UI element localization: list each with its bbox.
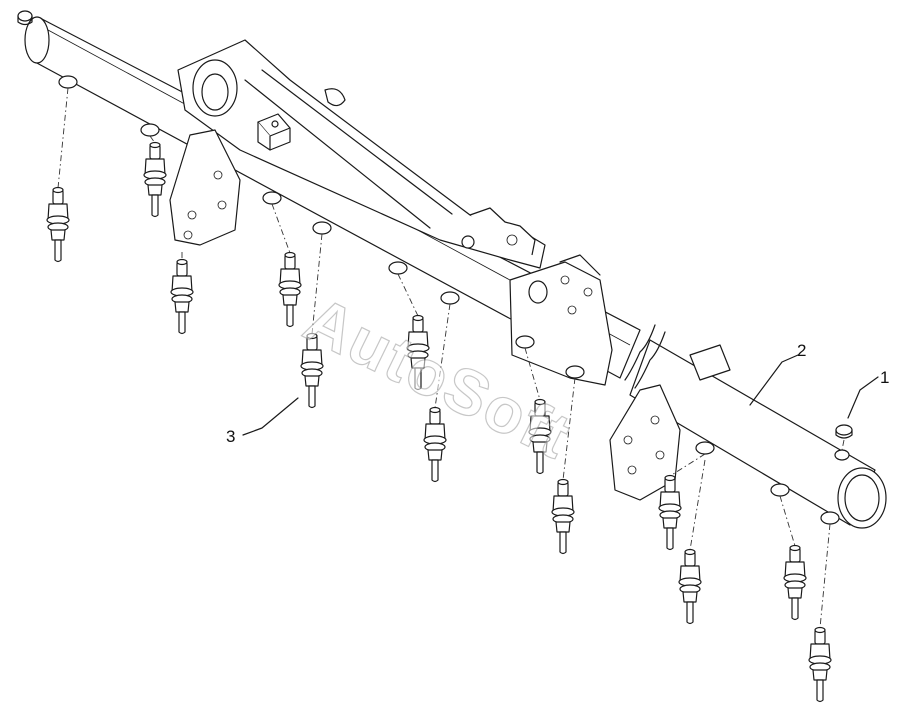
injector xyxy=(397,273,430,391)
injector xyxy=(808,523,832,703)
injector xyxy=(46,87,70,263)
break-marks xyxy=(624,324,666,389)
mounting-flange-left xyxy=(169,129,241,246)
callout-label-1: 1 xyxy=(880,368,889,387)
mounting-flange-right xyxy=(609,344,731,501)
injector xyxy=(423,303,451,483)
injector xyxy=(143,135,167,218)
injector xyxy=(271,203,302,328)
injector xyxy=(300,233,324,409)
callout-1: 1 xyxy=(847,368,889,419)
plug-item-1 xyxy=(834,424,853,461)
injector xyxy=(524,347,552,475)
injector xyxy=(678,459,706,625)
mounting-bracket-center xyxy=(509,254,613,386)
callout-label-2: 2 xyxy=(797,341,806,360)
callout-label-3: 3 xyxy=(226,427,235,446)
end-plug-left xyxy=(17,10,33,26)
support-bracket xyxy=(177,39,546,269)
callout-3: 3 xyxy=(226,397,299,446)
injector xyxy=(170,252,194,335)
injector xyxy=(551,377,576,555)
fuel-rail-tube-front xyxy=(629,339,887,529)
injector xyxy=(779,495,807,621)
callout-2: 2 xyxy=(749,341,806,406)
injectors-group xyxy=(46,87,832,703)
injector xyxy=(658,453,706,551)
